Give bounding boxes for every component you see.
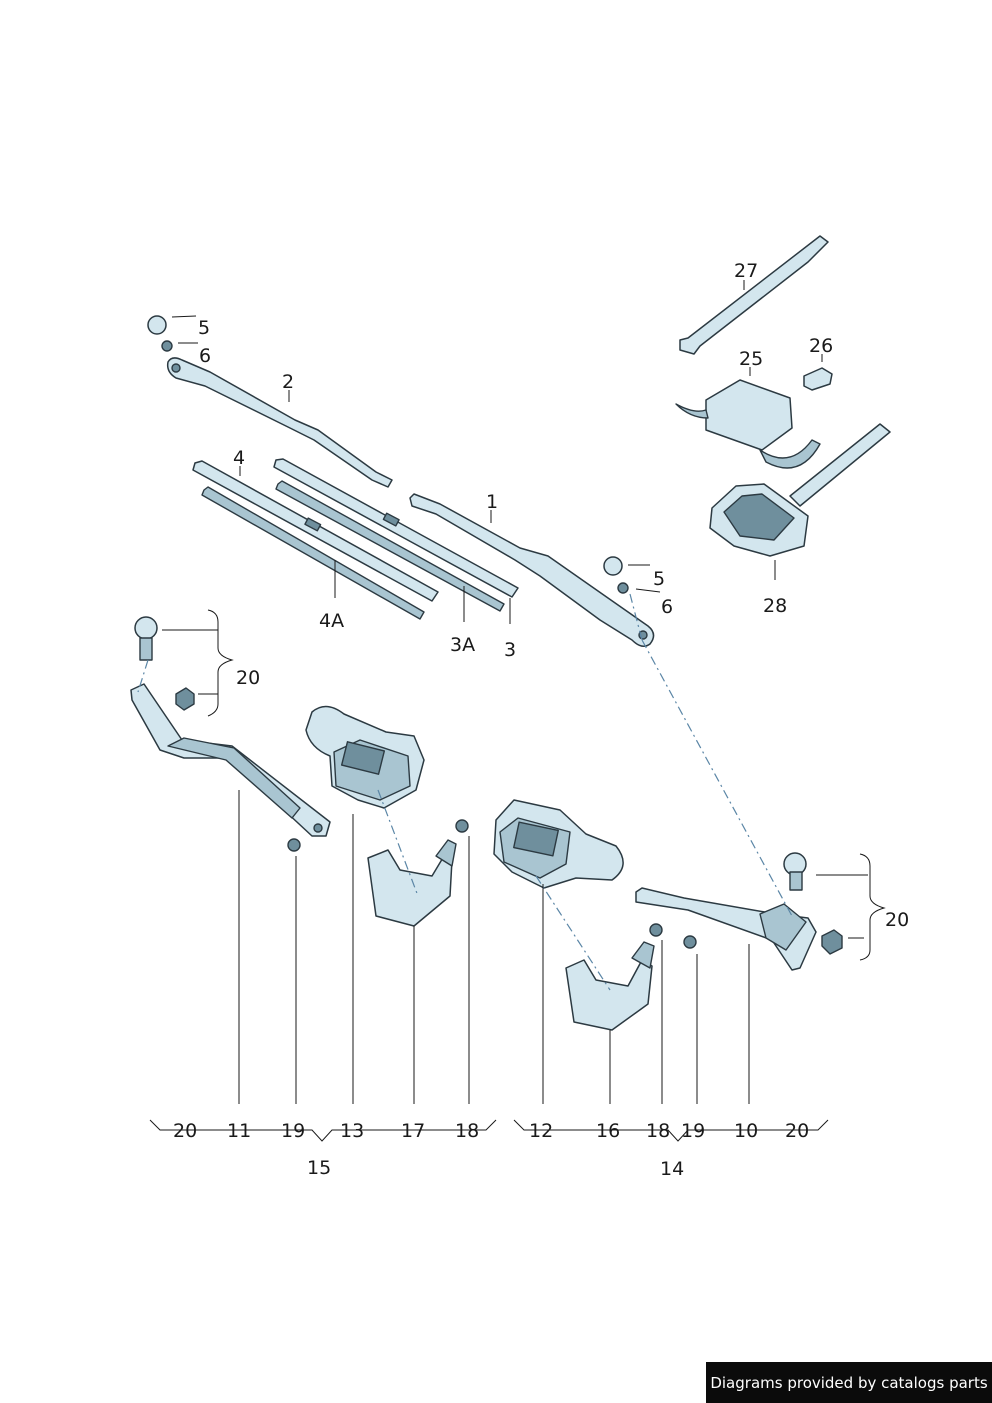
callout-27: 27	[734, 260, 758, 282]
bottom-label: 16	[596, 1120, 620, 1142]
wiper-arm-left	[147, 315, 393, 488]
leader-lines	[149, 280, 886, 1142]
callout-4: 4	[233, 447, 245, 469]
callout-5-right: 5	[653, 568, 665, 590]
callout-4a: 4A	[319, 610, 344, 632]
group-label-15: 15	[307, 1157, 331, 1179]
wiper-linkage-left	[130, 616, 331, 852]
watermark-banner: Diagrams provided by catalogs parts	[706, 1362, 992, 1403]
bottom-label: 20	[785, 1120, 809, 1142]
callout-20-left: 20	[236, 667, 260, 689]
axis-line	[137, 659, 149, 693]
axis-line	[629, 593, 643, 641]
bottom-row-left: 20 11 19 13 17 18	[173, 1120, 479, 1142]
callout-20-right: 20	[885, 909, 909, 931]
callout-1: 1	[486, 491, 498, 513]
wiper-blades	[192, 458, 519, 620]
bottom-label: 12	[529, 1120, 553, 1142]
callout-6-left: 6	[199, 345, 211, 367]
wiper-arm-right	[409, 493, 655, 647]
bottom-label: 18	[646, 1120, 670, 1142]
rain-sensor-parts	[675, 235, 891, 557]
wiper-motor-right	[493, 799, 663, 1031]
callout-3: 3	[504, 639, 516, 661]
bottom-label: 19	[681, 1120, 705, 1142]
bottom-label: 20	[173, 1120, 197, 1142]
callout-26: 26	[809, 335, 833, 357]
bottom-label: 13	[340, 1120, 364, 1142]
bottom-label: 10	[734, 1120, 758, 1142]
callout-25: 25	[739, 348, 763, 370]
axis-line	[535, 875, 611, 991]
group-label-14: 14	[660, 1158, 684, 1180]
callout-2: 2	[282, 371, 294, 393]
bottom-label: 17	[401, 1120, 425, 1142]
bottom-label: 18	[455, 1120, 479, 1142]
callout-labels: 5 6 2 4 1 5 6 4A 3A 3 27 25 26 28 20 20	[198, 260, 909, 931]
callout-3a: 3A	[450, 634, 475, 656]
bottom-row-right: 12 16 18 19 10 20	[529, 1120, 809, 1142]
wiper-motor-left	[305, 705, 469, 927]
callout-5-left: 5	[198, 317, 210, 339]
callout-28: 28	[763, 595, 787, 617]
callout-6-right: 6	[661, 596, 673, 618]
bottom-label: 19	[281, 1120, 305, 1142]
axis-line	[641, 639, 793, 917]
wiper-linkage-right	[635, 852, 843, 971]
bottom-label: 11	[227, 1120, 251, 1142]
